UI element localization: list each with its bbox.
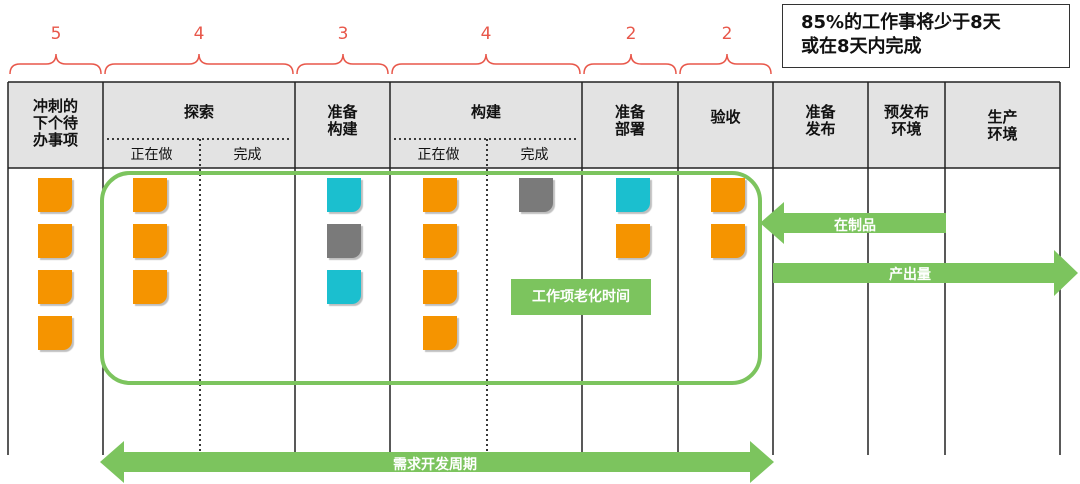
header-build-done: 完成 <box>520 147 549 163</box>
work-item-card <box>38 224 72 258</box>
header-ready-deploy: 准备 部署 <box>614 103 645 138</box>
header-background <box>8 82 1060 168</box>
throughput-arrow <box>773 250 1078 296</box>
header-sprint-backlog: 冲刺的 下个待 办事项 <box>32 97 78 149</box>
aging-label: 工作项老化时间 <box>511 279 651 315</box>
brace-ready-build <box>296 53 389 75</box>
work-item-card <box>133 270 167 304</box>
forecast-note-line2: 或在8天内完成 <box>801 36 922 57</box>
header-build: 构建 <box>470 103 501 121</box>
work-item-card <box>133 178 167 212</box>
work-item-card <box>423 224 457 258</box>
work-item-card <box>423 178 457 212</box>
work-item-card <box>423 316 457 350</box>
brace-ready-deploy <box>583 53 677 75</box>
header-ready-release: 准备 发布 <box>805 103 836 138</box>
brace-accept <box>679 53 772 75</box>
header-production: 生产 环境 <box>987 108 1018 143</box>
work-item-card <box>133 224 167 258</box>
wip-limit-ready-build: 3 <box>337 24 349 44</box>
work-item-card <box>38 178 72 212</box>
work-item-card <box>327 270 361 304</box>
work-item-card <box>423 270 457 304</box>
work-item-card <box>711 178 745 212</box>
cycle-time-arrow <box>100 441 774 483</box>
work-item-card <box>38 316 72 350</box>
wip-arrow <box>760 202 946 244</box>
work-item-card <box>38 270 72 304</box>
header-explore: 探索 <box>183 103 214 121</box>
work-item-card <box>616 178 650 212</box>
work-item-card <box>711 224 745 258</box>
wip-label: 在制品 <box>834 218 876 234</box>
wip-limit-sprint-backlog: 5 <box>50 24 62 44</box>
forecast-note-line1: 85%的工作事将少于8天 <box>801 12 1001 33</box>
forecast-note: 85%的工作事将少于8天 或在8天内完成 <box>782 4 1070 68</box>
wip-limit-accept: 2 <box>721 24 733 44</box>
wip-limit-ready-deploy: 2 <box>625 24 637 44</box>
work-item-card <box>327 224 361 258</box>
brace-build <box>391 53 581 75</box>
header-accept: 验收 <box>710 108 741 126</box>
work-item-card <box>616 224 650 258</box>
wip-limit-explore: 4 <box>193 24 205 44</box>
wip-limit-build: 4 <box>480 24 492 44</box>
work-item-card <box>519 178 553 212</box>
work-item-card <box>327 178 361 212</box>
header-pre-release: 预发布 环境 <box>883 103 929 138</box>
brace-sprint-backlog <box>9 53 102 75</box>
subcolumn-dotted-lines <box>107 138 579 455</box>
header-ready-build: 准备 构建 <box>327 103 358 138</box>
header-explore-doing: 正在做 <box>130 147 173 163</box>
brace-explore <box>104 53 294 75</box>
throughput-label: 产出量 <box>889 267 931 283</box>
aging-boundary <box>100 171 762 385</box>
cycle-time-label: 需求开发周期 <box>393 457 477 473</box>
header-build-doing: 正在做 <box>417 147 460 163</box>
header-explore-done: 完成 <box>233 147 262 163</box>
wip-braces <box>9 53 772 75</box>
